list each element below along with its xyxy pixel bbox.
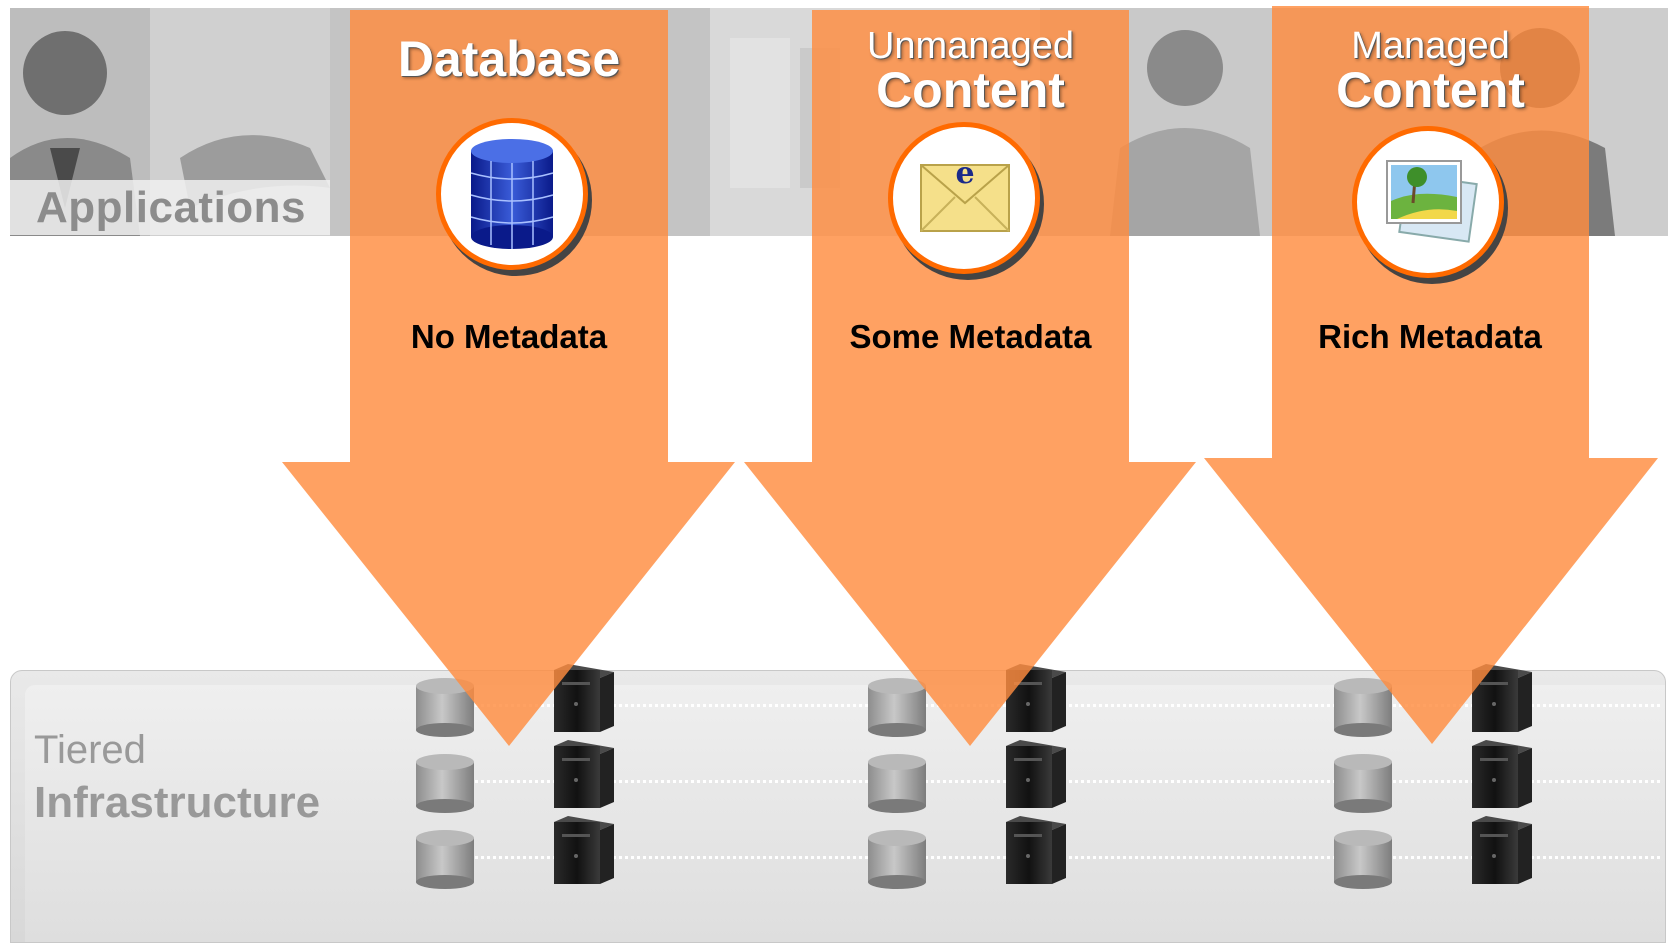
applications-label: Applications bbox=[36, 183, 307, 232]
column-2-caption: Unmanaged Content bbox=[812, 24, 1129, 118]
column-1-caption: Database bbox=[350, 30, 668, 88]
column-3-title: Content bbox=[1336, 62, 1525, 118]
arrow-managed-content bbox=[1204, 6, 1658, 744]
metadata-label-database: No Metadata bbox=[410, 318, 608, 355]
metadata-label-unmanaged: Some Metadata bbox=[849, 318, 1092, 355]
metadata-label-managed: Rich Metadata bbox=[1318, 318, 1542, 355]
applications-label-bg bbox=[10, 180, 330, 235]
column-1-title: Database bbox=[397, 31, 621, 87]
email-envelope-icon: e bbox=[920, 156, 1010, 232]
image-icon-circle bbox=[1352, 126, 1504, 278]
infrastructure-label-line2: Infrastructure bbox=[34, 778, 321, 827]
email-icon-circle: e bbox=[888, 122, 1040, 274]
database-icon bbox=[470, 139, 554, 249]
database-icon-circle bbox=[436, 118, 588, 270]
svg-text:e: e bbox=[955, 156, 974, 191]
arrow-unmanaged-content bbox=[744, 10, 1196, 746]
arrow-database bbox=[282, 10, 735, 746]
column-2-title: Content bbox=[876, 62, 1065, 118]
column-2-subtitle: Unmanaged bbox=[866, 25, 1075, 67]
column-3-subtitle: Managed bbox=[1351, 25, 1510, 67]
column-3-caption: Managed Content bbox=[1272, 24, 1589, 118]
image-photo-icon bbox=[1386, 160, 1478, 243]
infrastructure-label-line1: Tiered bbox=[34, 728, 146, 772]
